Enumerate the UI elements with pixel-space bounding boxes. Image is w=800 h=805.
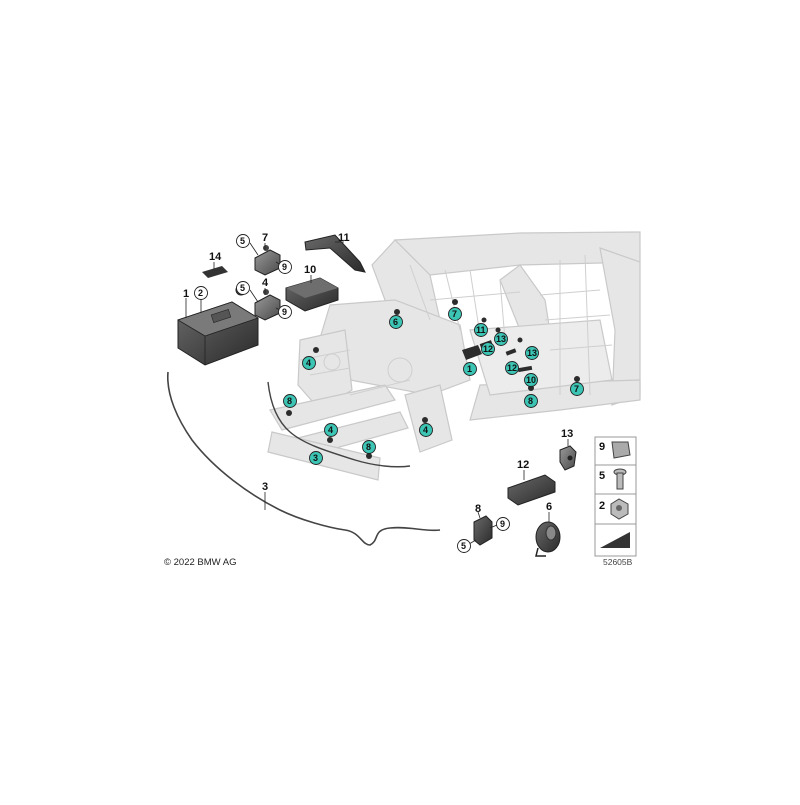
callout-2: 2 (198, 288, 203, 298)
speaker-6 (535, 521, 561, 557)
part-14-pad (202, 266, 228, 278)
circled-callouts (194, 234, 510, 553)
callout-9a: 9 (282, 262, 287, 272)
copyright-notice: © 2022 BMW AG (164, 557, 237, 568)
marker-8b: 8 (528, 396, 533, 406)
bracket-4 (254, 289, 281, 321)
installed-parts (286, 299, 580, 459)
marker-12a: 12 (483, 344, 493, 354)
callout-12: 12 (517, 459, 529, 471)
marker-13b: 13 (527, 348, 537, 358)
callouts: 1 14 7 4 10 11 3 8 6 12 13 (183, 232, 573, 515)
legend-2: 2 (599, 500, 605, 512)
callout-6: 6 (546, 501, 552, 513)
callout-5b: 5 (240, 283, 245, 293)
legend-bolt-icon (613, 468, 627, 490)
sensor-11 (304, 234, 366, 273)
marker-8a: 8 (287, 396, 292, 406)
marker-7b: 7 (574, 384, 579, 394)
marker-10: 10 (526, 375, 536, 385)
callout-5a: 5 (240, 236, 245, 246)
callout-7: 7 (262, 232, 268, 244)
marker-4c: 4 (423, 425, 428, 435)
callout-3: 3 (262, 481, 268, 493)
cable-harness-front (267, 381, 411, 468)
sensor-8 (473, 515, 493, 546)
legend-clip-icon (611, 441, 631, 459)
callout-4: 4 (262, 277, 269, 289)
circled-callout-text: 2 5 9 5 9 9 5 (198, 236, 505, 551)
callout-9c: 9 (500, 519, 505, 529)
marker-13a: 13 (496, 334, 506, 344)
marker-12b: 12 (507, 363, 517, 373)
callout-9b: 9 (282, 307, 287, 317)
callout-5c: 5 (461, 541, 466, 551)
diagram-number: 52605B (603, 557, 633, 567)
car-markers (283, 307, 584, 465)
callout-13: 13 (561, 428, 573, 440)
marker-11: 11 (476, 325, 486, 335)
marker-8c: 8 (366, 442, 371, 452)
legend-arrow-icon (600, 528, 630, 548)
cable-3 (167, 371, 441, 546)
module-10 (285, 277, 339, 312)
marker-4b: 4 (328, 425, 333, 435)
car-body-frame (267, 231, 641, 481)
marker-7a: 7 (452, 309, 457, 319)
marker-6: 6 (393, 317, 398, 327)
callout-14: 14 (209, 251, 222, 263)
control-unit-1 (177, 301, 259, 366)
bracket-7 (254, 245, 281, 276)
legend-9: 9 (599, 441, 605, 453)
legend-5: 5 (599, 470, 605, 482)
marker-4a: 4 (306, 358, 311, 368)
marker-3: 3 (313, 453, 318, 463)
legend-nut-icon (610, 498, 629, 520)
callout-10: 10 (304, 264, 316, 276)
clip-13 (559, 445, 577, 471)
callout-1: 1 (183, 288, 189, 300)
callout-8: 8 (475, 503, 481, 515)
callout-11: 11 (338, 232, 350, 244)
module-12 (507, 474, 556, 506)
car-marker-text: 6 7 11 13 12 4 8 1 12 13 10 8 7 4 3 8 4 (287, 309, 579, 463)
marker-1: 1 (467, 364, 472, 374)
fastener-legend: 9 5 2 (594, 436, 637, 557)
